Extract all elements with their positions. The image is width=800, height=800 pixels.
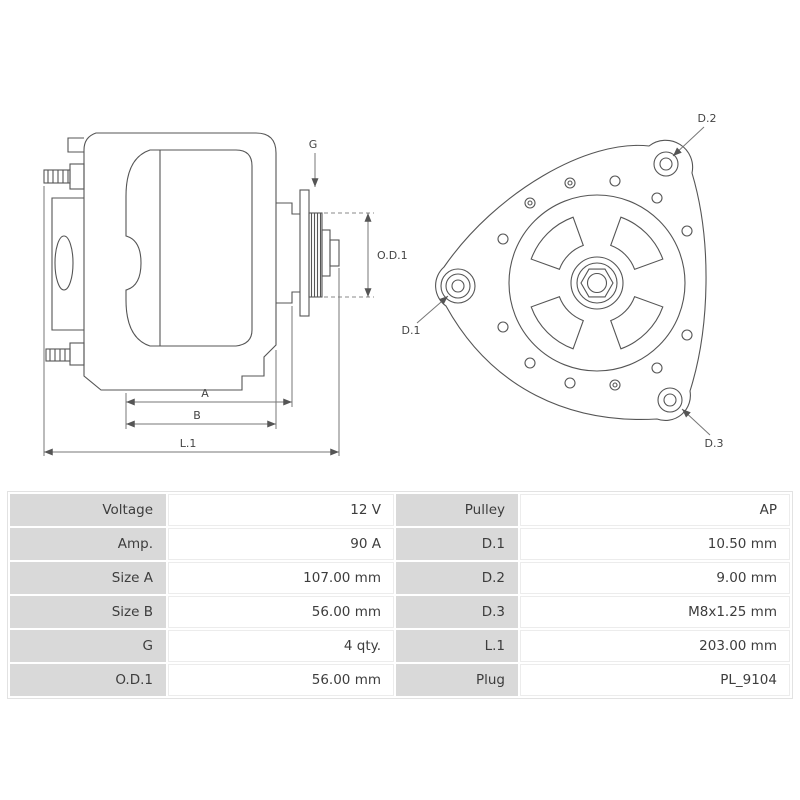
spec-value: PL_9104 xyxy=(520,664,790,696)
side-view-drawing xyxy=(43,132,340,391)
spec-row: Size A 107.00 mm D.2 9.00 mm xyxy=(10,562,790,594)
spec-label: Plug xyxy=(396,664,518,696)
spec-value: 12 V xyxy=(168,494,394,526)
spec-value: AP xyxy=(520,494,790,526)
spec-label: D.3 xyxy=(396,596,518,628)
spec-row: G 4 qty. L.1 203.00 mm xyxy=(10,630,790,662)
spec-row: Amp. 90 A D.1 10.50 mm xyxy=(10,528,790,560)
dim-label-g: G xyxy=(309,138,318,151)
spec-value: 4 qty. xyxy=(168,630,394,662)
dim-label-d3: D.3 xyxy=(705,437,724,450)
technical-drawing: G O.D.1 A B L.1 D.1 D.2 D.3 xyxy=(43,112,724,456)
spec-label: L.1 xyxy=(396,630,518,662)
dimension-labels: G O.D.1 A B L.1 D.1 D.2 D.3 xyxy=(180,112,724,450)
spec-label: D.1 xyxy=(396,528,518,560)
spec-value: 56.00 mm xyxy=(168,596,394,628)
dim-label-d2: D.2 xyxy=(698,112,717,125)
spec-value: 90 A xyxy=(168,528,394,560)
spec-value: M8x1.25 mm xyxy=(520,596,790,628)
spec-row: Size B 56.00 mm D.3 M8x1.25 mm xyxy=(10,596,790,628)
spec-label: Voltage xyxy=(10,494,166,526)
alternator-drawing-svg: G O.D.1 A B L.1 D.1 D.2 D.3 xyxy=(43,112,724,456)
dim-label-d1: D.1 xyxy=(402,324,421,337)
spec-label: Size B xyxy=(10,596,166,628)
spec-value: 56.00 mm xyxy=(168,664,394,696)
spec-value: 10.50 mm xyxy=(520,528,790,560)
spec-label: D.2 xyxy=(396,562,518,594)
front-view-drawing xyxy=(435,139,707,421)
spec-row: O.D.1 56.00 mm Plug PL_9104 xyxy=(10,664,790,696)
spec-row: Voltage 12 V Pulley AP xyxy=(10,494,790,526)
dim-label-od1: O.D.1 xyxy=(377,249,408,262)
spec-label: O.D.1 xyxy=(10,664,166,696)
spec-value: 9.00 mm xyxy=(520,562,790,594)
dim-label-a: A xyxy=(201,387,209,400)
spec-value: 107.00 mm xyxy=(168,562,394,594)
side-view-dimensions xyxy=(43,153,374,456)
spec-label: Size A xyxy=(10,562,166,594)
spec-label: Pulley xyxy=(396,494,518,526)
dim-label-l1: L.1 xyxy=(180,437,197,450)
spec-label: G xyxy=(10,630,166,662)
dim-label-b: B xyxy=(193,409,201,422)
front-view-leaders xyxy=(416,126,711,436)
spec-table: Voltage 12 V Pulley AP Amp. 90 A D.1 10.… xyxy=(7,491,793,699)
spec-label: Amp. xyxy=(10,528,166,560)
spec-value: 203.00 mm xyxy=(520,630,790,662)
